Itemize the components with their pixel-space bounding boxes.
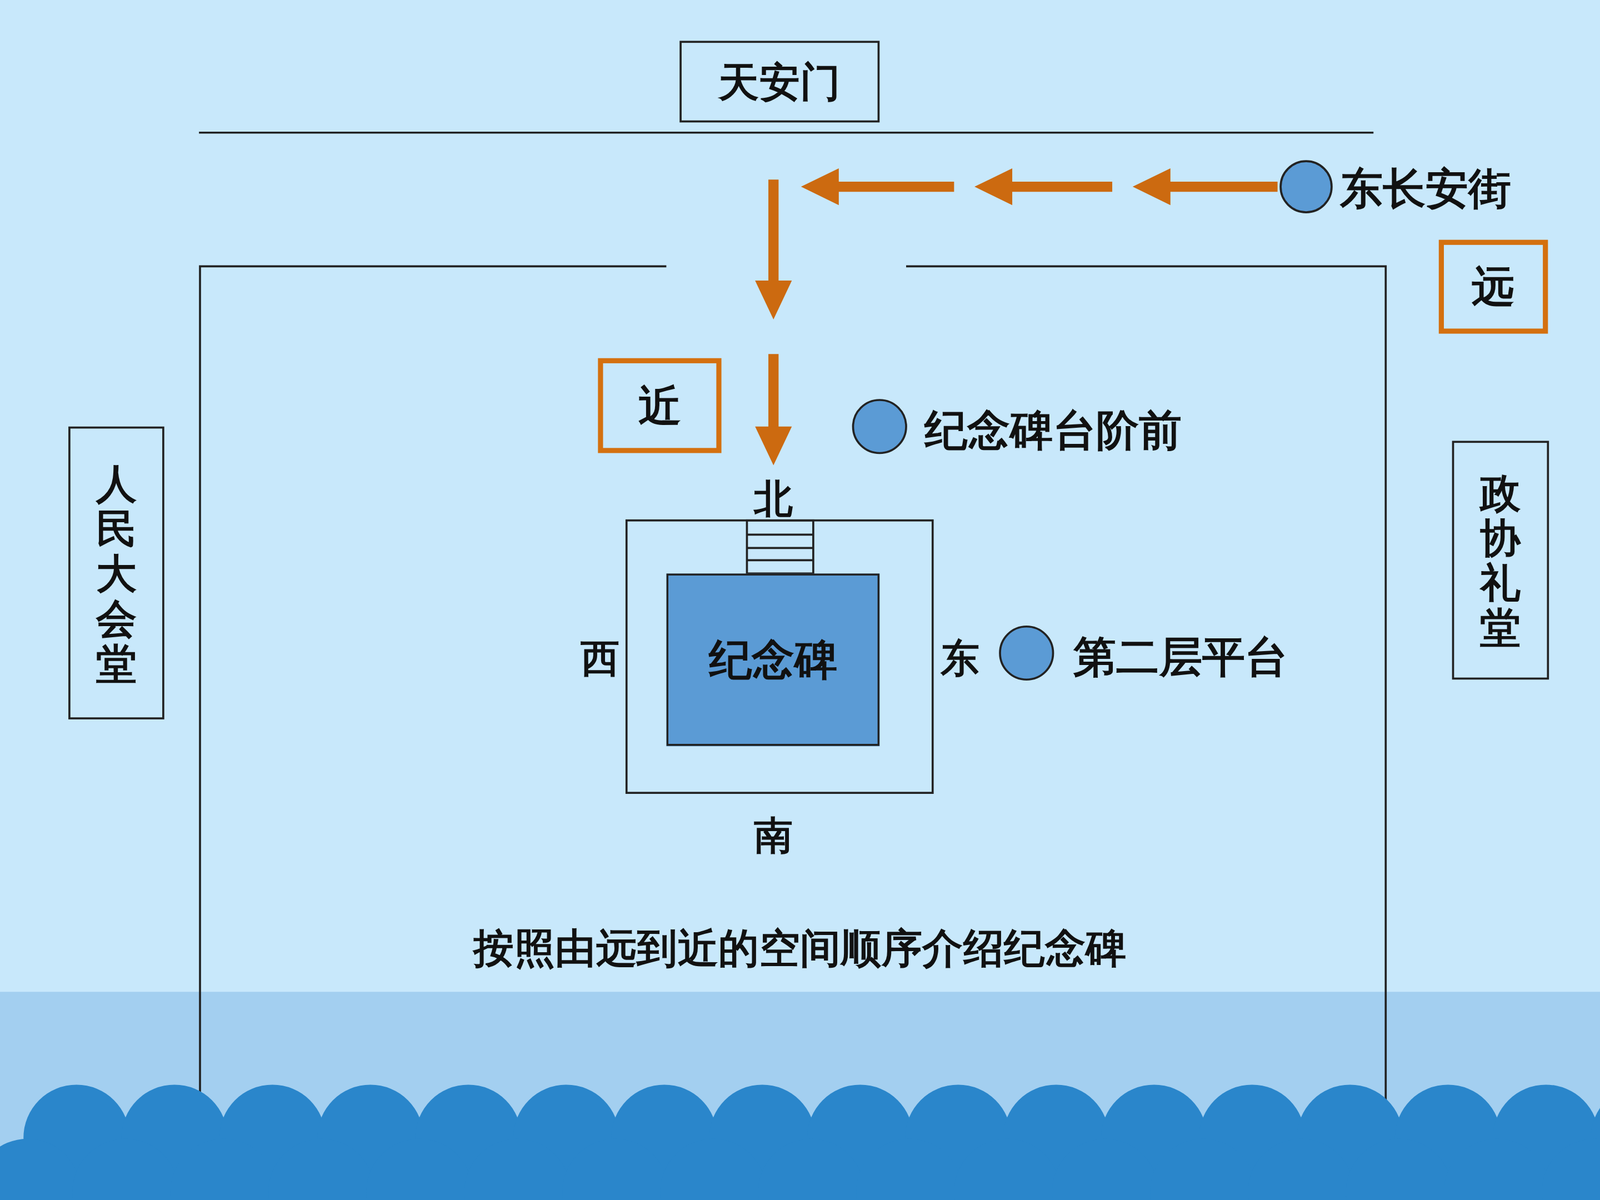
node-text: 纪念碑 — [708, 631, 838, 689]
wave — [1443, 1138, 1550, 1200]
wave — [464, 1138, 571, 1200]
title-box: 天安门 — [679, 40, 880, 123]
wave — [758, 1138, 865, 1200]
node-text: 天安门 — [718, 53, 841, 110]
node-text: 远 — [1471, 258, 1515, 316]
wave — [953, 1138, 1060, 1200]
building-box: 政协礼堂 — [1452, 440, 1549, 680]
place-label: 第二层平台 — [1073, 628, 1288, 686]
near-box: 近 — [597, 358, 722, 454]
wave — [562, 1138, 669, 1200]
node-text: 近 — [638, 377, 682, 435]
node-text: 政协礼堂 — [1480, 470, 1521, 650]
monument-box: 纪念碑 — [666, 573, 880, 746]
wave — [1150, 1138, 1257, 1200]
building-box: 人民大会堂 — [68, 426, 165, 720]
wave — [72, 1138, 179, 1200]
street-label: 东长安街 — [1340, 160, 1512, 218]
wave — [1052, 1138, 1159, 1200]
direction-label: 西 — [580, 632, 620, 685]
caption: 按照由远到近的空间顺序介绍纪念碑 — [0, 920, 1600, 977]
wave — [660, 1138, 767, 1200]
direction-label: 东 — [940, 632, 980, 685]
wave — [366, 1138, 473, 1200]
wave — [856, 1138, 963, 1200]
direction-label: 南 — [753, 810, 793, 863]
far-box: 远 — [1438, 240, 1549, 334]
wave — [0, 1138, 81, 1200]
wave — [1541, 1138, 1600, 1200]
wave — [268, 1138, 375, 1200]
place-label: 纪念碑台阶前 — [924, 402, 1182, 460]
wave — [1247, 1138, 1354, 1200]
wave — [170, 1138, 277, 1200]
wave — [1346, 1138, 1453, 1200]
direction-label: 北 — [753, 473, 793, 526]
node-text: 人民大会堂 — [96, 460, 137, 685]
